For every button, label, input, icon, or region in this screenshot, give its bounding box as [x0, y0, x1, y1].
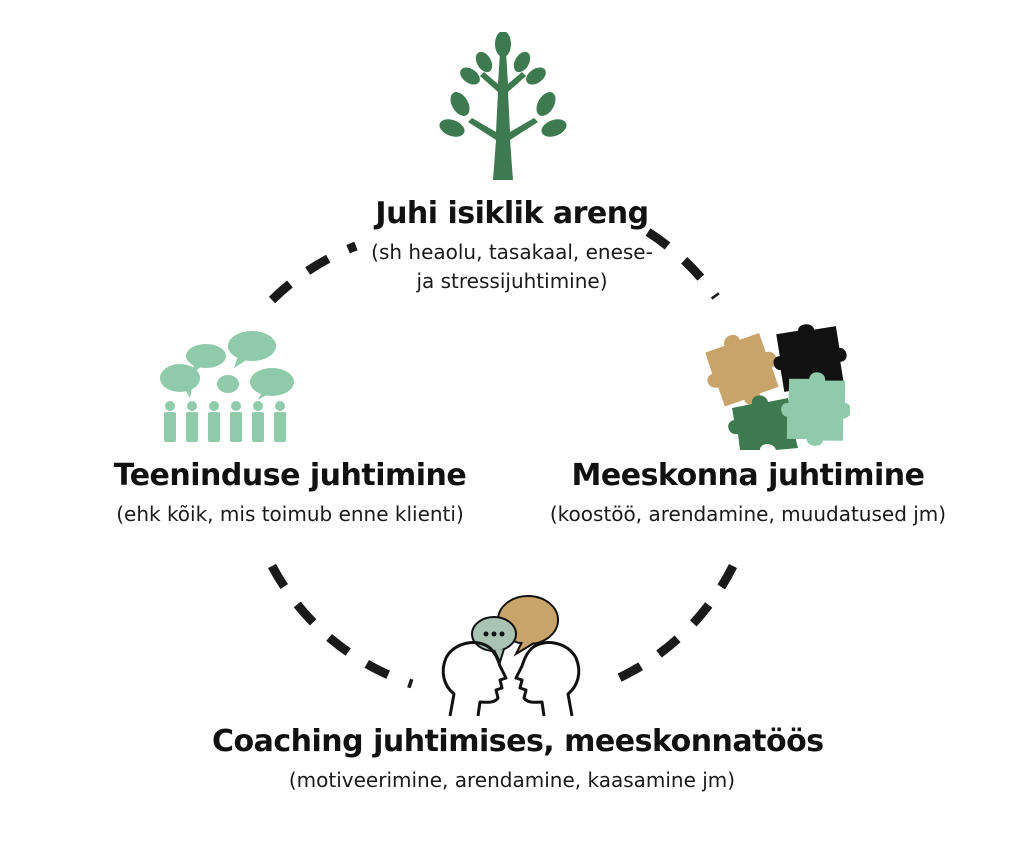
node-subtitle: (motiveerimine, arendamine, kaasamine jm… [288, 768, 736, 792]
node-subtitle: (koostöö, arendamine, muudatused jm) [549, 502, 947, 526]
people-row [164, 401, 286, 442]
node-team-management: Meeskonna juhtimine (koostöö, arendamine… [530, 458, 966, 529]
node-title: Teeninduse juhtimine [113, 458, 467, 493]
node-coaching: Coaching juhtimises, meeskonnatöös (moti… [212, 724, 824, 795]
ring-arc-top-right [645, 228, 720, 300]
node-title: Juhi isiklik areng [375, 196, 649, 231]
ring-arc-top-left [268, 241, 358, 304]
node-title: Meeskonna juhtimine [571, 458, 925, 493]
node-subtitle-line-2: ja stressijuhtimine) [416, 269, 608, 293]
node-personal-development: Juhi isiklik areng (sh heaolu, tasakaal,… [312, 196, 712, 296]
puzzle-pieces-icon [705, 324, 850, 450]
node-subtitle: (ehk kõik, mis toimub enne klienti) [116, 502, 464, 526]
ring-arc-bottom-left [268, 563, 414, 689]
node-service-management: Teeninduse juhtimine (ehk kõik, mis toim… [80, 458, 500, 529]
ring-arc-bottom-right [598, 563, 738, 691]
node-subtitle-line-1: (sh heaolu, tasakaal, enese- [371, 240, 653, 264]
people-speech-bubbles-icon [160, 331, 294, 442]
tree-icon [439, 32, 567, 180]
two-heads-conversation-icon [441, 595, 581, 717]
node-title: Coaching juhtimises, meeskonnatöös [212, 724, 824, 759]
